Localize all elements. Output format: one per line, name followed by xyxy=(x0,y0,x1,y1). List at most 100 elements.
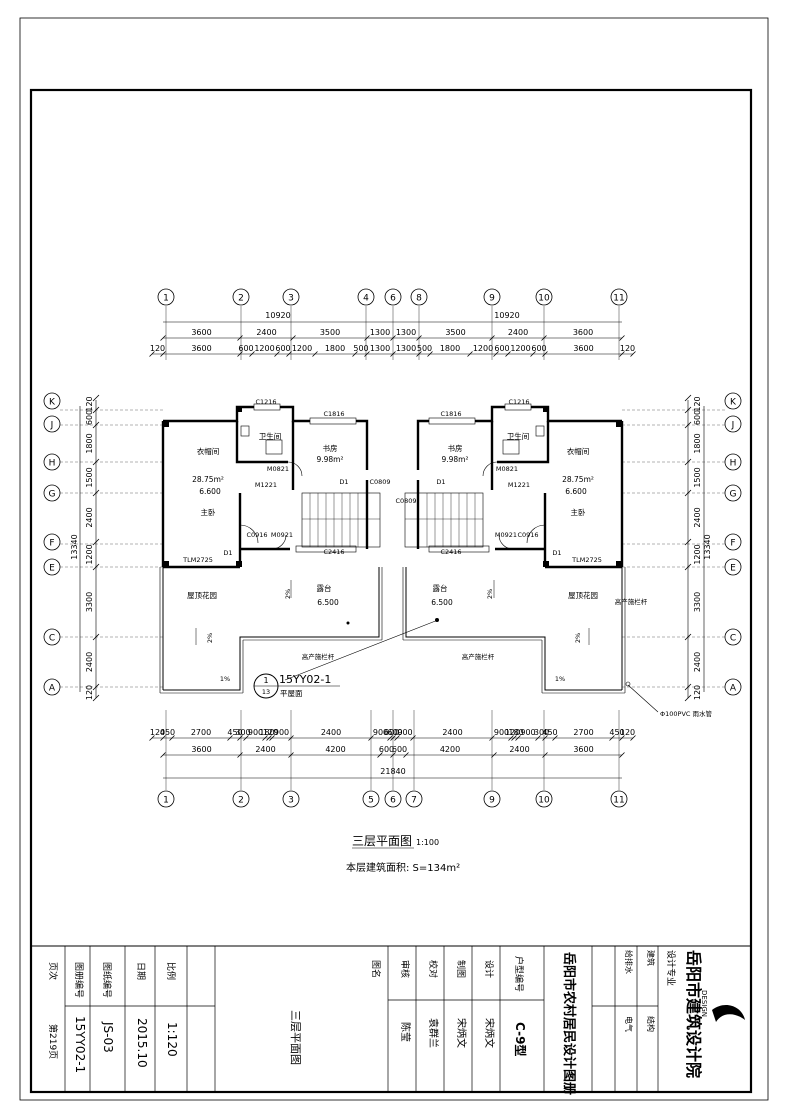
dim-bot-b-0: 3600 xyxy=(191,745,211,754)
label-m0921-right: M0921 xyxy=(495,531,517,539)
label-d1-left: D1 xyxy=(223,549,232,557)
dim-top-a-1: 2400 xyxy=(256,328,276,337)
tb-scale-label: 比例 xyxy=(165,962,177,980)
dim-bot-b-2: 4200 xyxy=(325,745,345,754)
tb-design-word: DESIGN xyxy=(700,990,708,1017)
label-c2416-left: C2416 xyxy=(323,548,344,556)
label-slope-left: 1% xyxy=(220,675,230,683)
axis-top-11: 11 xyxy=(610,288,628,306)
svg-text:C: C xyxy=(730,634,736,644)
tb-elec: 电气 xyxy=(624,1016,634,1032)
axis-left-G: G xyxy=(43,484,61,502)
label-d1-stair-left: D1 xyxy=(339,478,348,486)
svg-text:K: K xyxy=(49,398,56,408)
label-study-area-right: 9.98m² xyxy=(441,455,468,464)
detail-ref-label: 平屋面 xyxy=(280,689,303,698)
label-level-bed-left: 6.600 xyxy=(199,487,221,496)
svg-text:7: 7 xyxy=(411,796,417,806)
dim-side-right-3: 1500 xyxy=(693,467,702,487)
dim-side-left-0: 120 xyxy=(85,396,94,411)
svg-text:A: A xyxy=(730,684,737,694)
dim-bot-b-3: 600 xyxy=(379,745,394,754)
dim-bot-a-17: 180 xyxy=(508,728,523,737)
dim-bot-a-18: 900 xyxy=(520,728,535,737)
svg-text:A: A xyxy=(49,684,56,694)
dim-top-b-10: 500 xyxy=(417,344,432,353)
label-c0916-right: C0916 xyxy=(517,531,538,539)
tb-date-label: 日期 xyxy=(135,962,146,980)
dim-top-b-13: 600 xyxy=(494,344,509,353)
svg-text:J: J xyxy=(731,421,735,431)
dim-top-a-7: 3600 xyxy=(573,328,593,337)
svg-text:F: F xyxy=(49,539,54,549)
axis-top-1: 1 xyxy=(157,288,175,306)
tb-institute: 岳阳市建筑设计院 xyxy=(684,950,703,1078)
axis-top-8: 8 xyxy=(410,288,428,306)
label-bath-right: 卫生间 xyxy=(507,431,530,441)
label-terrace-level-right: 6.500 xyxy=(431,598,453,607)
svg-text:1: 1 xyxy=(163,294,169,304)
dim-bot-a-6: 180 xyxy=(259,728,274,737)
dim-top-b-2: 600 xyxy=(238,344,253,353)
label-closet-area-right: 28.75m² xyxy=(562,475,594,484)
dim-bot-b-5: 4200 xyxy=(440,745,460,754)
inner-border xyxy=(29,88,753,1094)
dim-bot-a-8: 900 xyxy=(274,728,289,737)
label-railing-top: 高产施栏杆 xyxy=(615,597,648,606)
svg-text:J: J xyxy=(50,421,54,431)
dim-side-right-2: 1800 xyxy=(693,433,702,453)
tb-page-label: 页次 xyxy=(47,962,59,980)
label-slope-right: 1% xyxy=(555,675,565,683)
dim-total-bottom: 21840 xyxy=(380,767,405,776)
dim-side-right-5: 1200 xyxy=(693,544,702,564)
label-roof-garden-right: 屋顶花园 xyxy=(568,590,598,600)
label-c1816-left: C1816 xyxy=(323,410,344,418)
tb-unit-value: C-9型 xyxy=(513,1022,528,1056)
dim-side-total-right: 13340 xyxy=(703,534,712,559)
dim-bot-a-5: 900 xyxy=(248,728,263,737)
dim-side-left-7: 2400 xyxy=(85,652,94,672)
dim-total-left: 10920 xyxy=(265,311,290,320)
label-downpipe: Φ100PVC 雨水管 xyxy=(660,709,712,718)
label-terrace-level-left: 6.500 xyxy=(317,598,339,607)
dim-top-b-4: 600 xyxy=(275,344,290,353)
axis-bottom-5: 5 xyxy=(362,790,380,808)
label-railing-right: 高产施栏杆 xyxy=(462,652,495,661)
tb-struct: 结构 xyxy=(646,1016,656,1032)
svg-text:11: 11 xyxy=(613,796,624,806)
dim-side-left-5: 1200 xyxy=(85,544,94,564)
axis-right-A: A xyxy=(724,678,742,696)
tb-design-name: 宋炳文 xyxy=(483,1018,496,1048)
label-study-area-left: 9.98m² xyxy=(316,455,343,464)
dim-top-b-9: 1300 xyxy=(396,344,416,353)
axis-top-2: 2 xyxy=(232,288,250,306)
label-slope-c: 2% xyxy=(284,589,292,599)
dim-top-b-15: 600 xyxy=(531,344,546,353)
svg-text:9: 9 xyxy=(489,294,495,304)
dim-top-b-16: 3600 xyxy=(573,344,593,353)
dim-top-b-8: 1300 xyxy=(370,344,390,353)
plan-labels: C1216 C1216 C1816 C1816 卫生间 卫生间 衣帽间 衣帽间 … xyxy=(182,398,712,718)
dim-bot-a-4: 300 xyxy=(235,728,250,737)
label-c0916-left: C0916 xyxy=(246,531,267,539)
label-closet-area-left: 28.75m² xyxy=(192,475,224,484)
label-bedroom-left: 主卧 xyxy=(201,507,216,517)
dim-top-b-0: 120 xyxy=(150,344,165,353)
label-c0809-mid: C0809 xyxy=(395,497,416,505)
svg-text:11: 11 xyxy=(613,294,624,304)
svg-text:3: 3 xyxy=(288,796,294,806)
dim-top-a-0: 3600 xyxy=(191,328,211,337)
institute-logo xyxy=(712,1005,745,1022)
label-c1216-right: C1216 xyxy=(508,398,529,406)
label-d1-stair-right: D1 xyxy=(436,478,445,486)
axis-bottom-7: 7 xyxy=(405,790,423,808)
svg-text:10: 10 xyxy=(538,796,550,806)
detail-ref-number: 1 xyxy=(263,676,268,685)
tb-scale-value: 1:120 xyxy=(165,1022,179,1057)
dim-top-b-7: 500 xyxy=(353,344,368,353)
axis-bottom-11: 11 xyxy=(610,790,628,808)
dim-side-right-4: 2400 xyxy=(693,507,702,527)
left-unit xyxy=(159,403,439,694)
